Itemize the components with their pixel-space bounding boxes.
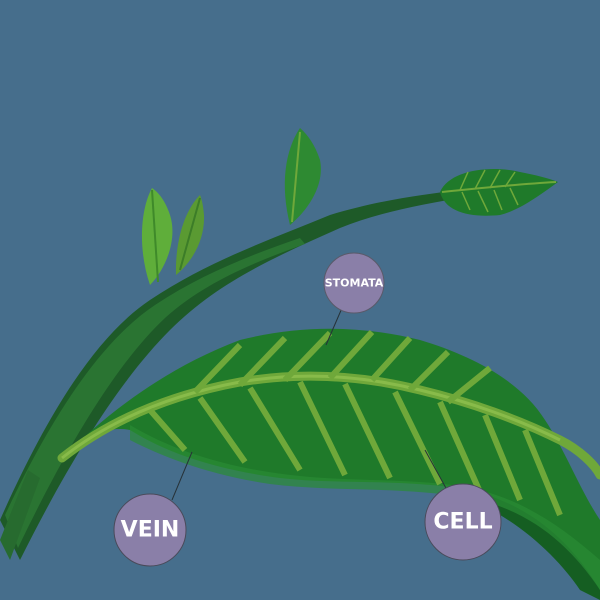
cell-pointer — [424, 449, 448, 491]
tip-leaf — [440, 169, 558, 216]
vein-label-text: VEIN — [121, 518, 180, 543]
stem — [0, 190, 470, 560]
large-leaf — [57, 328, 600, 600]
stomata-label-text: STOMATA — [325, 277, 384, 290]
young-leaves — [141, 128, 321, 285]
pointer-lines — [171, 307, 448, 501]
vein-label: VEIN — [113, 493, 187, 567]
stomata-label: STOMATA — [323, 252, 385, 314]
stomata-pointer — [325, 307, 343, 346]
cell-label: CELL — [424, 483, 502, 561]
cell-label-text: CELL — [433, 510, 492, 535]
vein-pointer — [171, 451, 193, 501]
